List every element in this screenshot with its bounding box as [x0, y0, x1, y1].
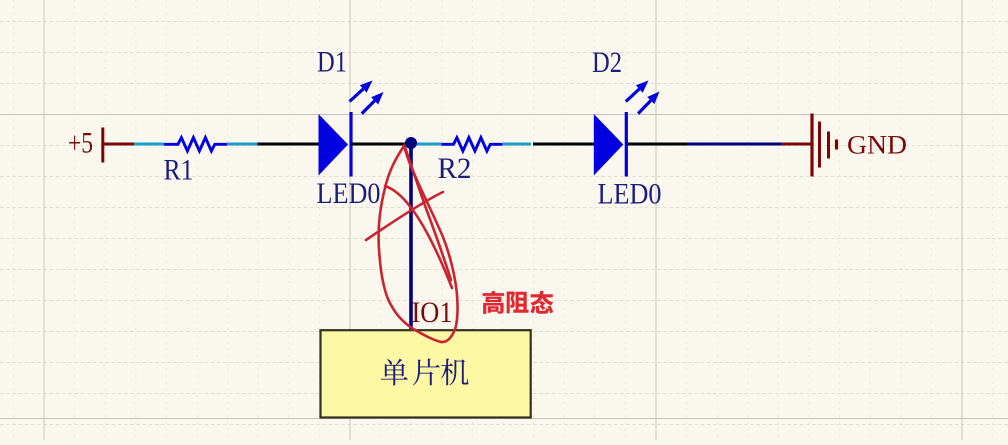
svg-text:IO1: IO1	[412, 296, 453, 329]
svg-text:+5: +5	[68, 127, 93, 160]
svg-text:R1: R1	[164, 154, 194, 187]
svg-text:D1: D1	[317, 46, 347, 79]
svg-text:LED0: LED0	[317, 177, 381, 210]
svg-text:LED0: LED0	[598, 178, 662, 211]
svg-text:R2: R2	[438, 152, 472, 185]
svg-text:D2: D2	[592, 46, 622, 79]
svg-text:GND: GND	[847, 130, 907, 160]
